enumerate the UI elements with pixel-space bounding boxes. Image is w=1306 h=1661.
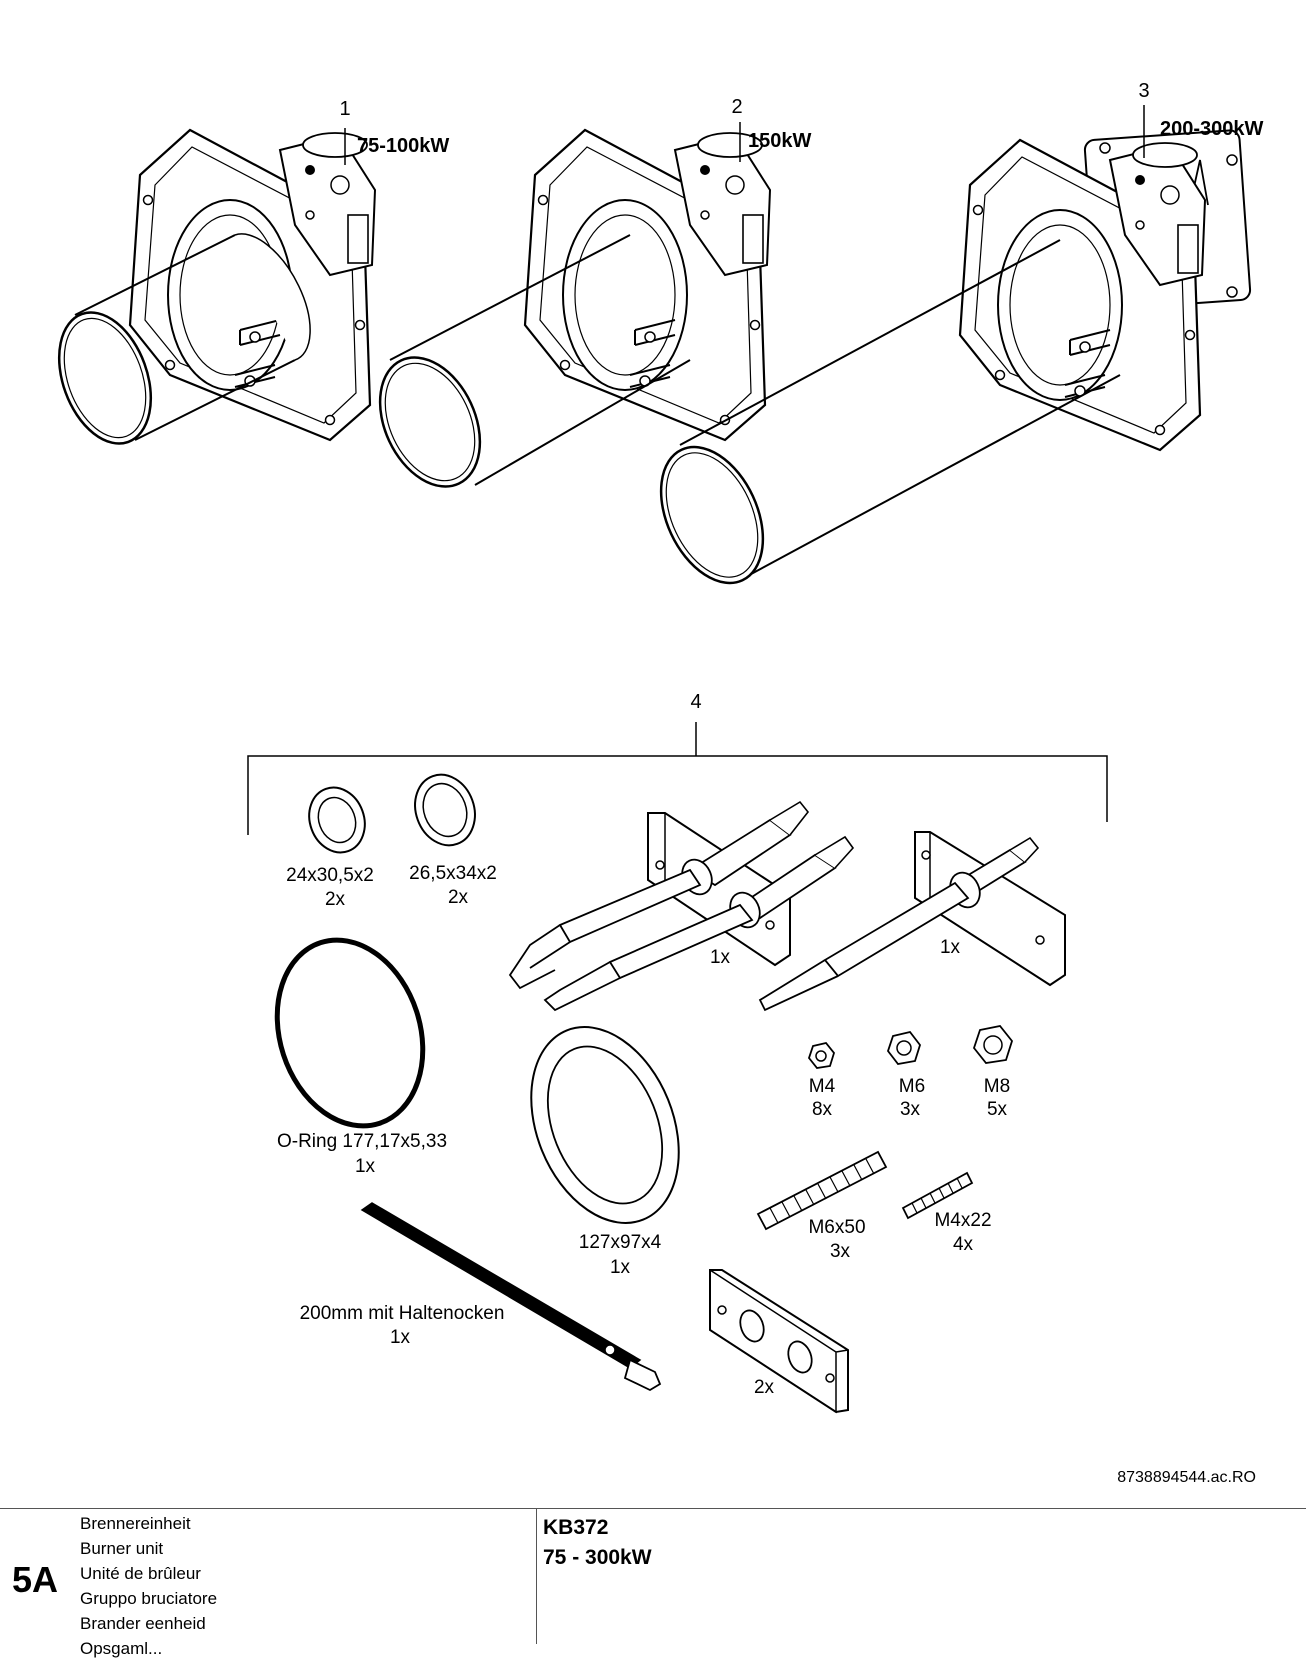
title-de: Brennereinheit xyxy=(80,1514,191,1533)
mounting-plate xyxy=(709,1269,849,1414)
electrode-double xyxy=(508,800,855,1012)
burner-unit-1 xyxy=(57,128,377,445)
callout-3-rating: 200-300kW xyxy=(1160,118,1264,140)
washer-small-qty: 2x xyxy=(325,889,346,910)
electrode-single-qty: 1x xyxy=(940,937,961,958)
cable-tie-qty: 1x xyxy=(390,1327,411,1348)
gasket-ring xyxy=(530,1026,680,1224)
callout-2-number: 2 xyxy=(731,96,742,118)
callout-4-number: 4 xyxy=(690,691,701,713)
nut-m8-qty: 5x xyxy=(987,1099,1008,1120)
washer-large-size: 26,5x34x2 xyxy=(409,863,497,884)
model-info: KB372 75 - 300kW xyxy=(543,1513,652,1573)
nut-m4-size: M4 xyxy=(809,1076,836,1097)
stud-m4-size: M4x22 xyxy=(934,1210,991,1231)
nut-m6-qty: 3x xyxy=(900,1099,921,1120)
electrode-double-qty: 1x xyxy=(710,947,731,968)
title-en: Burner unit xyxy=(80,1539,164,1558)
callout-1-number: 1 xyxy=(339,98,350,120)
washer-small xyxy=(308,786,366,854)
washer-large xyxy=(414,773,476,847)
washer-small-size: 24x30,5x2 xyxy=(286,865,374,886)
sheet-id: 5A xyxy=(12,1559,59,1600)
title-nl: Brander eenheid xyxy=(80,1614,206,1633)
power-range: 75 - 300kW xyxy=(543,1546,652,1569)
stud-m4-qty: 4x xyxy=(953,1234,974,1255)
electrode-single xyxy=(758,831,1066,1012)
title-block: 5A Brennereinheit Burner unit Unité de b… xyxy=(0,1508,1306,1658)
nut-m6-size: M6 xyxy=(899,1076,925,1097)
nut-m8-size: M8 xyxy=(984,1076,1010,1097)
title-translations: Brennereinheit Burner unit Unité de brûl… xyxy=(80,1511,217,1661)
gasket-qty: 1x xyxy=(610,1257,631,1278)
stud-m6x50 xyxy=(756,1150,888,1231)
stud-m6-size: M6x50 xyxy=(808,1217,865,1238)
nut-m6 xyxy=(886,1030,921,1065)
burner-unit-3 xyxy=(659,129,1252,585)
washer-large-qty: 2x xyxy=(448,887,469,908)
title-fr: Unité de brûleur xyxy=(80,1564,201,1583)
callout-2-rating: 150kW xyxy=(748,130,811,152)
oring-size: O-Ring 177,17x5,33 xyxy=(277,1131,447,1152)
burner-unit-2 xyxy=(378,128,772,488)
cable-tie xyxy=(360,1202,662,1392)
callout-3-number: 3 xyxy=(1138,80,1149,102)
stud-m6-qty: 3x xyxy=(830,1241,851,1262)
plate-qty: 2x xyxy=(754,1377,775,1398)
cable-tie-size: 200mm mit Haltenocken xyxy=(300,1303,505,1324)
gasket-size: 127x97x4 xyxy=(579,1232,662,1253)
drawing-reference: 8738894544.ac.RO xyxy=(1117,1469,1256,1486)
title-block-divider xyxy=(536,1509,537,1644)
nut-m4 xyxy=(807,1041,836,1069)
callout-1-rating: 75-100kW xyxy=(357,135,449,157)
nut-m8 xyxy=(972,1025,1014,1064)
nut-m4-qty: 8x xyxy=(812,1099,833,1120)
oring-qty: 1x xyxy=(355,1156,376,1177)
title-it: Gruppo bruciatore xyxy=(80,1589,218,1608)
oring-part xyxy=(274,937,426,1129)
stud-m4x22 xyxy=(901,1171,974,1220)
model-name: KB372 xyxy=(543,1516,609,1539)
title-other: Opsgaml... xyxy=(80,1639,163,1658)
